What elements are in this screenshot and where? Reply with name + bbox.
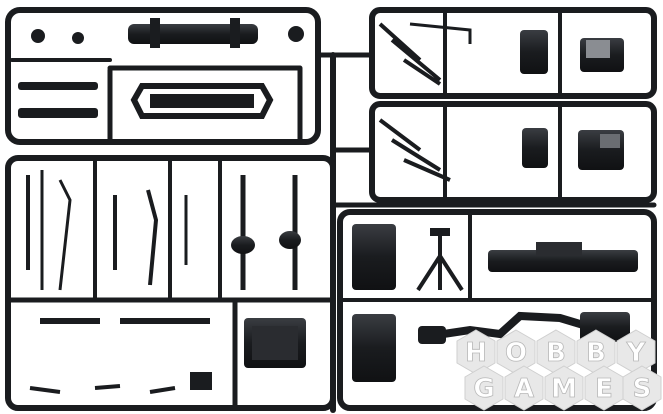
watermark-letter: G <box>473 374 494 404</box>
sprue-parts <box>18 18 638 394</box>
watermark-letter: E <box>595 374 613 404</box>
watermark-letter: B <box>586 338 606 368</box>
watermark-letter: S <box>633 374 652 404</box>
watermark-letter: A <box>514 374 534 404</box>
watermark-line-2: G A M E S <box>464 365 662 411</box>
watermark: H O B B Y G <box>456 329 662 411</box>
sprue-frame <box>5 7 657 413</box>
watermark-letter: Y <box>626 338 647 368</box>
watermark-letter: O <box>505 338 527 368</box>
watermark-letter: B <box>546 338 566 368</box>
watermark-letter: M <box>551 374 577 404</box>
watermark-letter: H <box>465 338 487 368</box>
